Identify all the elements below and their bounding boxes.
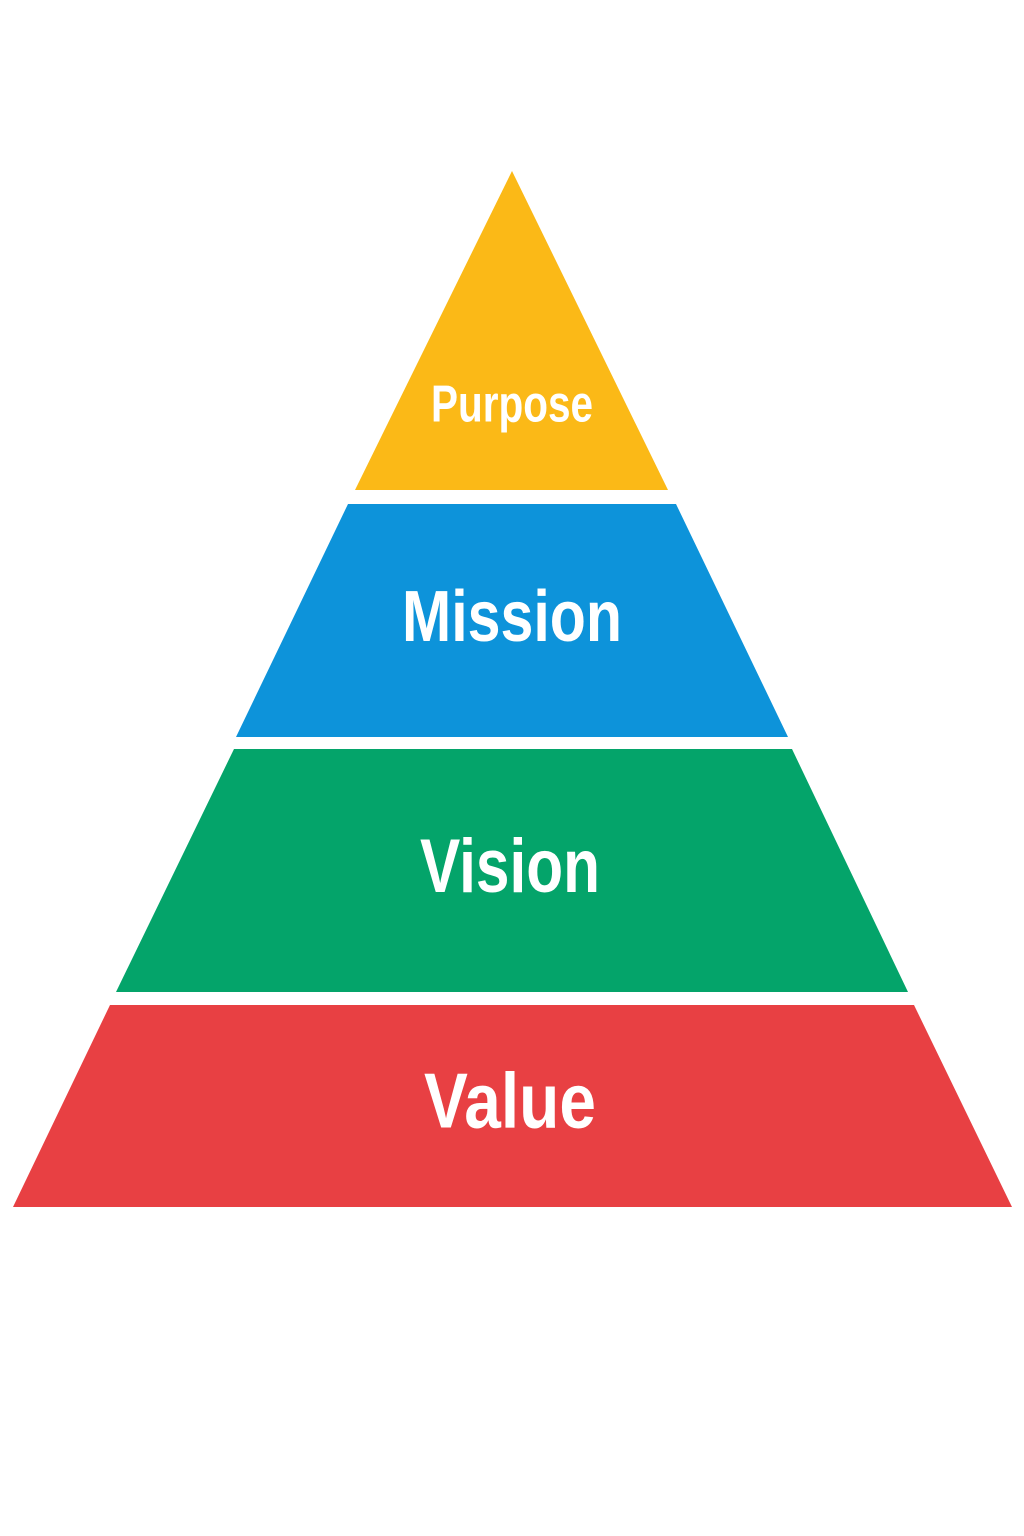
tier-mission: Mission — [236, 504, 788, 737]
tier-mission-label: Mission — [402, 577, 622, 657]
tier-vision-label: Vision — [420, 824, 600, 909]
tier-value-label: Value — [424, 1057, 596, 1145]
tier-purpose-label: Purpose — [431, 376, 593, 434]
tier-vision: Vision — [116, 749, 908, 992]
tier-purpose-shape — [355, 171, 668, 490]
tier-value: Value — [13, 1005, 1012, 1207]
tier-mission-shape — [236, 504, 788, 737]
tier-vision-shape — [116, 749, 908, 992]
tier-purpose: Purpose — [355, 171, 668, 490]
tier-value-shape — [13, 1005, 1012, 1207]
